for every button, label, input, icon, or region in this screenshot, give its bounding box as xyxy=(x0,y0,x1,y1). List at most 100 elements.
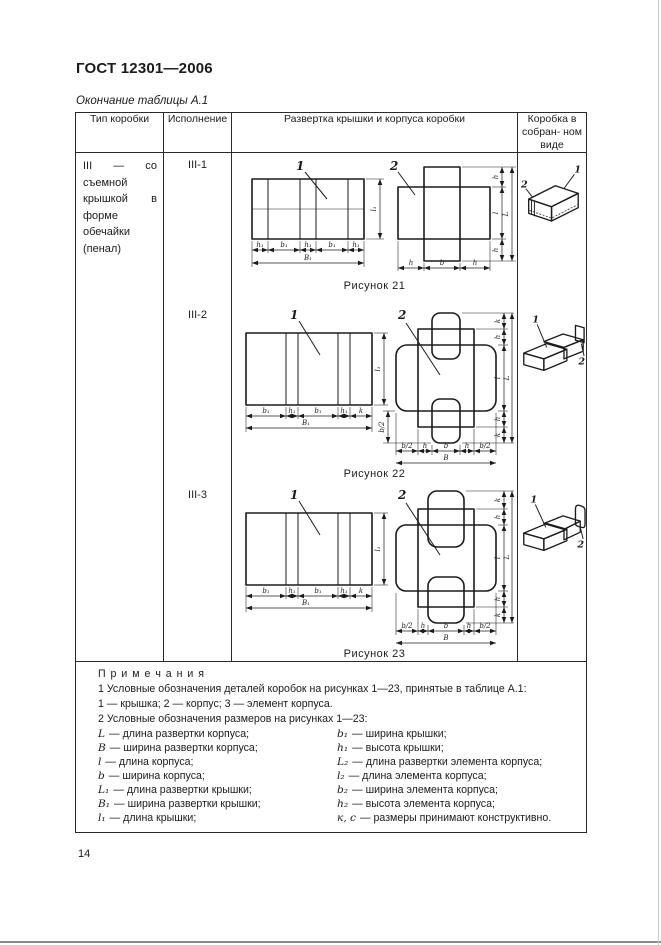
dim-L: L xyxy=(502,212,510,218)
meaning: — высота крышки; xyxy=(352,742,444,755)
part-label-1: 1 xyxy=(532,315,539,326)
dim-b1: b₁ xyxy=(262,587,269,595)
part-label-2: 2 xyxy=(520,180,528,191)
dim-h: h xyxy=(423,442,428,450)
scan-edge-bottom xyxy=(0,941,661,943)
dimension-definitions: L— длина развертки корпуса; B— ширина ра… xyxy=(98,728,576,826)
definition: h₁— высота крышки; xyxy=(337,742,576,756)
part-label-lid: 1 xyxy=(296,159,304,173)
variant-iii-3: III-3 xyxy=(188,489,207,502)
table-a1: Тип коробки Исполнение Развертка крышки … xyxy=(75,111,587,834)
variant-iii-1: III-1 xyxy=(188,159,207,172)
figure-23-caption: Рисунок 23 xyxy=(343,648,406,661)
part-label-body: 2 xyxy=(397,488,406,502)
note-1: 1 Условные обозначения деталей коробок н… xyxy=(98,683,527,696)
meaning: — длина крышки; xyxy=(109,812,197,825)
dim-l: l xyxy=(494,557,502,559)
dim-h: h xyxy=(494,515,502,520)
dim-h: h xyxy=(492,248,500,253)
dim-b2: b/2 xyxy=(401,442,413,450)
meaning: — размеры принимают конструктивно. xyxy=(360,812,552,825)
dim-b1: b₁ xyxy=(314,407,321,415)
scan-edge-right xyxy=(658,0,659,945)
dim-b2: b/2 xyxy=(378,421,386,433)
header-development: Развертка крышки и корпуса коробки xyxy=(231,111,518,154)
meaning: — длина развертки элемента корпуса; xyxy=(352,756,543,769)
dim-k: k xyxy=(494,319,502,323)
note-1-detail: 1 — крышка; 2 — корпус; 3 — элемент корп… xyxy=(98,698,333,711)
meaning: — ширина развертки корпуса; xyxy=(109,742,258,755)
definition: к, с — размеры принимают конструктивно. xyxy=(337,812,576,826)
note-2: 2 Условные обозначения размеров на рисун… xyxy=(98,713,368,726)
dim-b1: b₁ xyxy=(262,407,269,415)
figure-23-drawing: 1 xyxy=(245,488,515,646)
dim-b: b xyxy=(444,442,449,450)
dim-b1: b₁ xyxy=(280,241,287,249)
assembled-box-rounded-flap: 1 2 xyxy=(522,495,586,552)
dim-l1: l₁ xyxy=(374,367,382,372)
definition: l₁— длина крышки; xyxy=(98,812,337,826)
dim-h1: h₁ xyxy=(256,241,264,249)
dim-b2: b/2 xyxy=(479,442,491,450)
symbol: к, с xyxy=(337,812,356,825)
symbol: B₁ xyxy=(98,798,111,811)
dim-k: k xyxy=(494,433,502,437)
assembled-box-closed: 2 1 xyxy=(520,165,581,223)
part-label-1: 1 xyxy=(574,165,581,176)
meaning: — ширина элемента корпуса; xyxy=(352,784,498,797)
dim-h1: h₁ xyxy=(340,407,348,415)
dim-h: h xyxy=(409,259,414,267)
dim-h: h xyxy=(492,175,500,180)
figure-22: 1 xyxy=(232,303,517,483)
definition: L— длина развертки корпуса; xyxy=(98,728,337,742)
meaning: — высота элемента корпуса; xyxy=(352,798,495,811)
symbol: L₂ xyxy=(337,756,349,769)
part-label-1: 1 xyxy=(530,495,537,506)
dim-B: B xyxy=(442,454,448,462)
definitions-right: b₁— ширина крышки; h₁— высота крышки; L₂… xyxy=(337,728,576,826)
dim-l1: l₁ xyxy=(374,547,382,552)
cell-variants: III-1 III-2 III-3 xyxy=(163,152,232,663)
part-label-2: 2 xyxy=(576,540,584,551)
definition: b₁— ширина крышки; xyxy=(337,728,576,742)
cell-box-type: III — со съемной крышкой в форме обечайк… xyxy=(75,152,164,663)
symbol: L xyxy=(98,728,106,741)
dim-b2: b/2 xyxy=(479,622,491,630)
definition: h₂— высота элемента корпуса; xyxy=(337,798,576,812)
definition: B₁— ширина развертки крышки; xyxy=(98,798,337,812)
notes-cell: П р и м е ч а н и я 1 Условные обозначен… xyxy=(75,661,587,834)
figure-21-caption: Рисунок 21 xyxy=(343,280,406,293)
variant-iii-2: III-2 xyxy=(188,309,207,322)
figure-21: 1 xyxy=(232,153,517,303)
definition: b₂— ширина элемента корпуса; xyxy=(337,784,576,798)
dim-h1: h₁ xyxy=(352,241,360,249)
meaning: — длина корпуса; xyxy=(105,756,194,769)
definition: B— ширина развертки корпуса; xyxy=(98,742,337,756)
definitions-left: L— длина развертки корпуса; B— ширина ра… xyxy=(98,728,337,826)
dim-k: k xyxy=(359,587,363,595)
body-row: III — со съемной крышкой в форме обечайк… xyxy=(75,152,587,663)
meaning: — длина развертки крышки; xyxy=(113,784,252,797)
dim-h: h xyxy=(494,417,502,422)
dim-B1: B₁ xyxy=(301,599,310,607)
table-continuation-caption: Окончание таблицы А.1 xyxy=(76,95,209,107)
meaning: — ширина крышки; xyxy=(352,728,447,741)
dim-h: h xyxy=(473,259,478,267)
header-box-type: Тип коробки xyxy=(75,111,164,154)
meaning: — ширина корпуса; xyxy=(108,770,205,783)
symbol: l₂ xyxy=(337,770,345,783)
dim-k: k xyxy=(494,498,502,502)
assembled-iii-1: 2 1 xyxy=(518,153,586,303)
cell-developments: 1 xyxy=(231,152,518,663)
figure-21-drawing: 1 xyxy=(251,159,516,272)
dim-b2: b/2 xyxy=(401,622,413,630)
definition: l— длина корпуса; xyxy=(98,756,337,770)
dim-B1: B₁ xyxy=(301,419,310,427)
box-type-text: III — со съемной крышкой в форме обечайк… xyxy=(83,160,157,255)
figure-23: 1 xyxy=(232,483,517,661)
definition: L₁— длина развертки крышки; xyxy=(98,784,337,798)
definition: b— ширина корпуса; xyxy=(98,770,337,784)
dim-h1: h₁ xyxy=(288,587,296,595)
meaning: — длина элемента корпуса; xyxy=(348,770,487,783)
